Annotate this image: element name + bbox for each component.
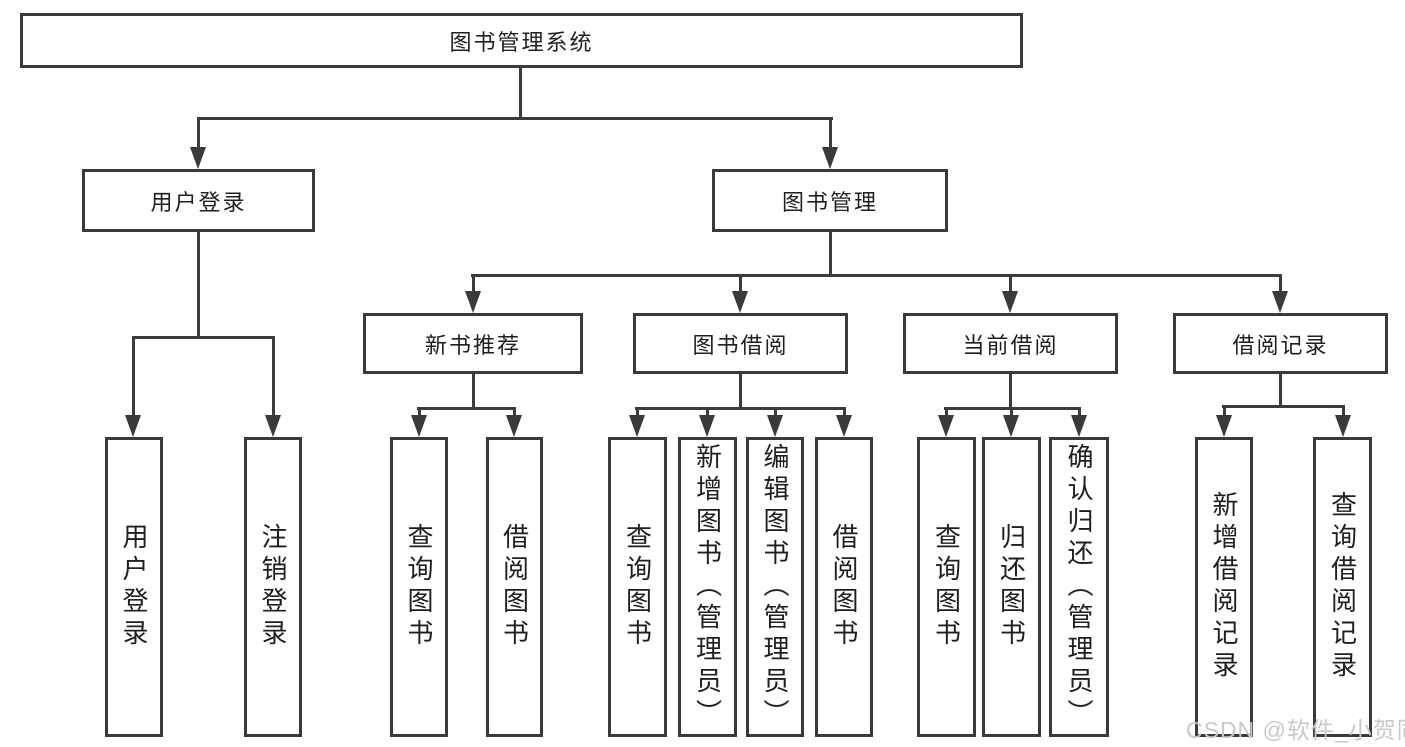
csdn-watermark: CSDN @软件_小贺同学 (1186, 717, 1405, 743)
connector-group4-crossbar (1222, 405, 1344, 408)
leaf-query-books-current-label: 查询图书 (931, 523, 962, 651)
leaf-add-book-admin-label: 新增图书（管理员） (692, 443, 723, 731)
arrowhead-to-borrowing-records (1272, 291, 1288, 313)
connector-group3-trunk (1009, 374, 1012, 410)
leaf-query-books-recommend: 查询图书 (390, 437, 448, 737)
node-borrowing-records: 借阅记录 (1173, 313, 1388, 374)
node-root-label: 图书管理系统 (449, 29, 594, 55)
leaf-query-borrow-record: 查询借阅记录 (1313, 437, 1372, 737)
connector-group4-leaf2 (1342, 405, 1345, 419)
connector-group1-crossbar (417, 407, 516, 410)
leaf-query-books-borrowing: 查询图书 (608, 437, 667, 737)
arrowhead-group2-leaf2 (699, 415, 715, 437)
leaf-query-borrow-record-label: 查询借阅记录 (1327, 491, 1358, 683)
arrowhead-to-book-borrowing (732, 291, 748, 313)
connector-group4-leaf1 (1223, 405, 1226, 419)
arrowhead-to-book-management (822, 147, 838, 169)
arrowhead-group3-leaf1 (938, 415, 954, 437)
connector-group2-leaf1 (636, 407, 639, 419)
connector-to-book-borrowing (739, 274, 742, 296)
leaf-confirm-return-admin: 确认归还（管理员） (1049, 437, 1109, 737)
arrowhead-group4-leaf2 (1335, 415, 1351, 437)
leaf-return-books-label: 归还图书 (996, 523, 1027, 651)
arrowhead-group2-leaf4 (836, 415, 852, 437)
node-current-borrowing: 当前借阅 (903, 313, 1118, 374)
connector-group2-leaf4 (843, 407, 846, 419)
leaf-query-books-current: 查询图书 (917, 437, 976, 737)
leaf-user-login: 用户登录 (105, 437, 163, 737)
connector-management-trunk (829, 232, 832, 277)
leaf-borrow-books-borrowing: 借阅图书 (815, 437, 873, 737)
arrowhead-to-current-borrowing (1002, 291, 1018, 313)
leaf-borrow-books-borrowing-label: 借阅图书 (829, 523, 859, 651)
arrowhead-group1-leaf1 (411, 415, 427, 437)
connector-to-user-login (197, 117, 200, 151)
leaf-add-borrow-record: 新增借阅记录 (1195, 437, 1253, 737)
connector-to-borrowing-records (1279, 274, 1282, 296)
connector-group3-leaf3 (1078, 407, 1081, 419)
leaf-edit-book-admin-label: 编辑图书（管理员） (760, 443, 790, 731)
connector-to-book-management (829, 117, 832, 151)
connector-group1-leaf2 (513, 407, 516, 419)
leaf-edit-book-admin: 编辑图书（管理员） (746, 437, 804, 737)
connector-group2-trunk (739, 374, 742, 410)
connector-user-trunk (197, 232, 200, 339)
arrowhead-to-new-book-recommend (465, 291, 481, 313)
node-book-management-label: 图书管理 (781, 189, 878, 215)
arrowhead-group3-leaf2 (1003, 415, 1019, 437)
leaf-confirm-return-admin-label: 确认归还（管理员） (1064, 443, 1094, 731)
node-user-login-label: 用户登录 (150, 189, 247, 215)
connector-group2-leaf2 (706, 407, 709, 419)
connector-management-crossbar (471, 274, 1282, 277)
leaf-add-book-admin: 新增图书（管理员） (678, 437, 737, 737)
leaf-query-books-borrowing-label: 查询图书 (622, 523, 653, 651)
leaf-logout: 注销登录 (244, 437, 302, 737)
connector-to-leaf-logout (272, 336, 275, 419)
leaf-borrow-books-recommend: 借阅图书 (486, 437, 543, 737)
connector-to-current-borrowing (1009, 274, 1012, 296)
leaf-user-login-label: 用户登录 (119, 523, 149, 651)
connector-group2-leaf3 (774, 407, 777, 419)
node-book-management-branch: 图书管理 (712, 169, 948, 232)
connector-group2-crossbar (635, 407, 845, 410)
connector-group3-leaf1 (945, 407, 948, 419)
leaf-add-borrow-record-label: 新增借阅记录 (1209, 491, 1239, 683)
connector-to-leaf-user-login (132, 336, 135, 419)
arrowhead-to-leaf-user-login (125, 415, 141, 437)
connector-to-new-book-recommend (472, 274, 475, 296)
arrowhead-to-user-login (190, 147, 206, 169)
connector-user-crossbar (132, 336, 275, 339)
connector-group3-leaf2 (1010, 407, 1013, 419)
connector-root-trunk (519, 66, 522, 120)
arrowhead-group3-leaf3 (1071, 415, 1087, 437)
node-new-book-recommend: 新书推荐 (363, 313, 583, 374)
arrowhead-group4-leaf1 (1216, 415, 1232, 437)
connector-root-crossbar (197, 117, 833, 120)
node-borrowing-records-label: 借阅记录 (1232, 332, 1329, 358)
node-user-login-branch: 用户登录 (82, 169, 315, 232)
node-root-library-system: 图书管理系统 (20, 13, 1023, 68)
node-book-borrowing: 图书借阅 (633, 313, 848, 374)
leaf-logout-label: 注销登录 (258, 523, 288, 651)
arrowhead-group1-leaf2 (506, 415, 522, 437)
connector-group1-trunk (472, 374, 475, 410)
arrowhead-to-leaf-logout (265, 415, 281, 437)
connector-group1-leaf1 (418, 407, 421, 419)
arrowhead-group2-leaf3 (767, 415, 783, 437)
node-current-borrowing-label: 当前借阅 (962, 332, 1059, 358)
node-book-borrowing-label: 图书借阅 (692, 332, 789, 358)
leaf-return-books: 归还图书 (982, 437, 1041, 737)
leaf-query-books-recommend-label: 查询图书 (404, 523, 434, 651)
leaf-borrow-books-recommend-label: 借阅图书 (499, 523, 530, 651)
arrowhead-group2-leaf1 (629, 415, 645, 437)
node-new-book-recommend-label: 新书推荐 (424, 332, 521, 358)
connector-group4-trunk (1279, 374, 1282, 408)
